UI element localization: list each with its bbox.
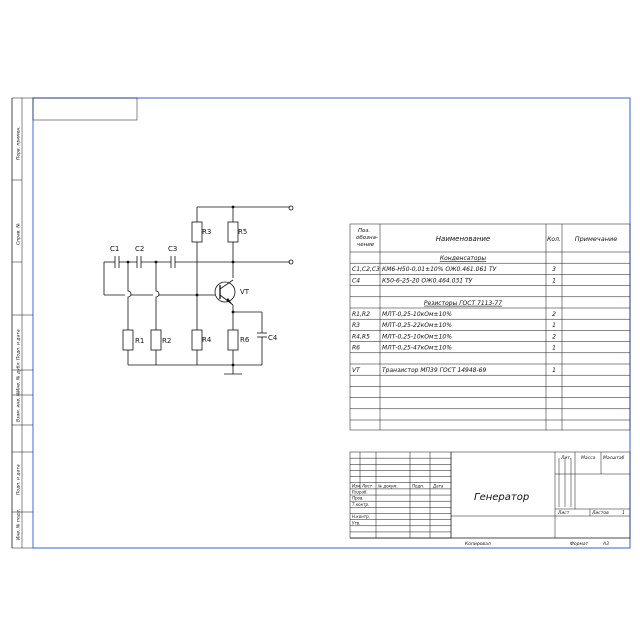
parts-row-name: Конденсаторы xyxy=(440,255,487,262)
resistor-r2 xyxy=(150,329,162,351)
scale-label: Масштаб xyxy=(603,455,625,461)
header-pos-1: Поз. xyxy=(358,228,370,234)
parts-row: R3 МЛТ-0,25-22кОм±10% 1 xyxy=(352,322,556,329)
title-block: Изм. Лист № докум. Подп. Дата Разраб.Про… xyxy=(349,451,631,539)
side-label-repl-inv: Взам. инв. № xyxy=(16,391,22,422)
parts-row-qty: 1 xyxy=(552,322,556,329)
parts-row: R1,R2 МЛТ-0,25-10кОм±10% 2 xyxy=(352,311,556,318)
header-pos-2: обозна- xyxy=(356,235,378,241)
drawing-frame xyxy=(32,97,631,549)
label-c4: C4 xyxy=(268,334,278,342)
format-value: А3 xyxy=(602,541,609,547)
parts-row-pos: R4,R5 xyxy=(352,333,370,340)
label-c1: C1 xyxy=(110,245,119,253)
label-c2: C2 xyxy=(135,245,144,253)
circuit-schematic: R3 R5 C1 C2 C3 R1 xyxy=(103,205,294,375)
mass-label: Масса xyxy=(581,455,596,461)
role-label: Разраб. xyxy=(352,490,368,495)
parts-row-pos: C4 xyxy=(352,277,360,284)
label-r5: R5 xyxy=(238,228,247,236)
change-date: Дата xyxy=(432,484,444,489)
parts-row-qty: 2 xyxy=(552,311,556,318)
parts-row-name: МЛТ-0,25-47кОм±10% xyxy=(382,345,452,352)
parts-row-name: МЛТ-0,25-10кОм±10% xyxy=(382,333,452,340)
label-r6: R6 xyxy=(240,336,250,344)
terminal-top xyxy=(288,205,294,211)
change-izm: Изм. xyxy=(352,484,361,489)
label-r3: R3 xyxy=(202,228,211,236)
parts-row-pos: R1,R2 xyxy=(352,311,370,318)
document-title: Генератор xyxy=(474,492,529,503)
parts-row-pos: R3 xyxy=(352,322,360,329)
parts-row-qty: 3 xyxy=(552,266,556,273)
transistor-vt xyxy=(214,281,236,303)
side-strip: Перв. примен. Справ. № Подп. и дата Инв.… xyxy=(11,98,33,548)
parts-row-pos: VT xyxy=(352,367,361,374)
parts-row-pos: R6 xyxy=(352,345,360,352)
resistor-r1 xyxy=(122,329,134,351)
side-label-dup-inv: Инв. № дубл. xyxy=(16,361,22,392)
parts-row: VT Транзистор МП39 ГОСТ 14948-69 1 xyxy=(352,367,556,374)
role-label: Пров. xyxy=(352,496,364,501)
parts-row: R4,R5 МЛТ-0,25-10кОм±10% 2 xyxy=(352,333,556,340)
label-r4: R4 xyxy=(202,336,212,344)
outer-border xyxy=(11,97,631,549)
parts-row: C4 К50-6-25-20 ОЖ0.464.031 ТУ 1 xyxy=(352,277,556,284)
parts-row-name: Транзистор МП39 ГОСТ 14948-69 xyxy=(382,367,486,374)
sheets-value: 1 xyxy=(622,510,625,516)
parts-row-name: МЛТ-0,25-10кОм±10% xyxy=(382,311,452,318)
parts-row-qty: 1 xyxy=(552,367,556,374)
parts-row-name: МЛТ-0,25-22кОм±10% xyxy=(382,322,452,329)
parts-row-qty: 1 xyxy=(552,345,556,352)
resistor-r6 xyxy=(227,329,239,351)
parts-row-name: Резисторы ГОСТ 7113-77 xyxy=(424,300,502,307)
parts-row: Резисторы ГОСТ 7113-77 xyxy=(424,300,502,307)
lit-label: Лит. xyxy=(560,455,571,461)
parts-row-name: К50-6-25-20 ОЖ0.464.031 ТУ xyxy=(382,277,473,284)
side-label-sign-date-1: Подп. и дата xyxy=(16,329,22,360)
copied-label: Копировал xyxy=(465,541,491,547)
format-label: Формат xyxy=(570,541,589,547)
label-r2: R2 xyxy=(162,337,171,345)
role-label: Н.контр. xyxy=(352,514,370,519)
change-sign: Подп. xyxy=(412,484,424,489)
sheet-label: Лист xyxy=(557,510,570,516)
label-vt: VT xyxy=(240,288,250,296)
parts-row: R6 МЛТ-0,25-47кОм±10% 1 xyxy=(352,345,556,352)
label-c3: C3 xyxy=(168,245,177,253)
side-label-sign-date-2: Подп. и дата xyxy=(16,464,22,495)
side-label-first-use: Перв. примен. xyxy=(16,126,22,160)
side-label-ref-no: Справ. № xyxy=(16,223,22,245)
change-doc: № докум. xyxy=(377,484,398,489)
parts-row-pos: C1,C2,C3 xyxy=(352,266,380,273)
change-list: Лист xyxy=(361,484,373,489)
label-r1: R1 xyxy=(135,337,144,345)
resistor-r5 xyxy=(227,221,239,243)
terminal-out xyxy=(288,259,294,265)
side-label-orig-inv: Инв. № подл. xyxy=(16,509,22,540)
header-name: Наименование xyxy=(436,235,490,243)
sheets-label: Листов xyxy=(591,510,609,516)
header-pos-3: чение xyxy=(357,242,375,248)
header-note: Примечание xyxy=(575,235,617,243)
parts-row: Конденсаторы xyxy=(440,255,487,262)
resistor-r4 xyxy=(191,329,203,351)
parts-row-name: КМ6-Н50-0,01±10% ОЖ0.461.061 ТУ xyxy=(382,266,497,273)
role-label: Т.контр. xyxy=(352,502,369,507)
role-label: Утв. xyxy=(352,520,360,525)
header-qty: Кол. xyxy=(547,236,561,243)
resistor-r3 xyxy=(191,221,203,243)
parts-row-qty: 1 xyxy=(552,277,556,284)
parts-list-table: Поз. обозна- чение Наименование Кол. При… xyxy=(349,223,631,431)
top-left-box xyxy=(32,97,138,121)
parts-row-qty: 2 xyxy=(552,333,556,340)
